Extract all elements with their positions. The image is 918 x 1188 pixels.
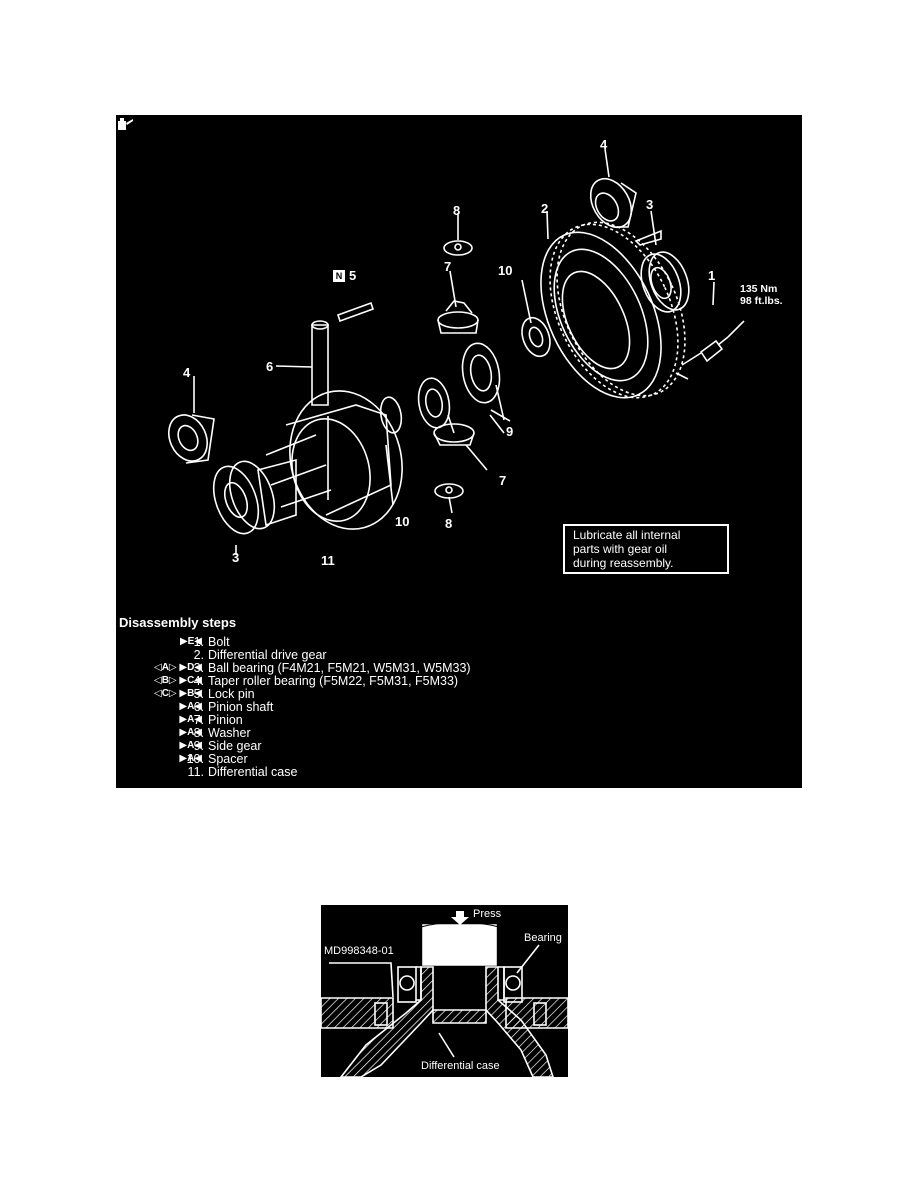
callout-6: 6 <box>266 359 274 374</box>
callout-8-top: 8 <box>453 203 461 218</box>
service-mark-symbols: ▶A◀ <box>179 714 202 725</box>
torque-ftlbs: 98 ft.lbs. <box>740 295 783 307</box>
disassembly-step-row: 11. Differential case <box>116 765 802 779</box>
callout-10-left: 10 <box>395 514 410 529</box>
step-number: 5. <box>193 687 204 701</box>
taper-bearing-left-illustration <box>167 414 215 464</box>
callout-2: 2 <box>541 201 549 216</box>
disassembly-step-row: ▶E◀1. Bolt <box>116 635 802 649</box>
disassembly-step-row: ▶A◀8. Washer <box>116 726 802 740</box>
disassembly-steps-title: Disassembly steps <box>119 615 237 630</box>
lube-note-line-2: parts with gear oil <box>573 542 668 556</box>
service-mark-symbols: ▶E◀ <box>179 636 202 647</box>
side-gear-illustration <box>417 342 505 434</box>
torque-nm: 135 Nm <box>740 283 778 295</box>
service-mark-symbols: ▶A◀ <box>179 701 202 712</box>
callout-5: 5 <box>349 268 357 283</box>
step-number: 8. <box>193 726 204 740</box>
taper-bearing-top-illustration <box>589 177 637 229</box>
callout-7-top: 7 <box>444 259 452 274</box>
disassembly-step-row: 2. Differential drive gear <box>116 648 802 662</box>
oil-can-icon <box>118 118 133 130</box>
step-text: Differential case <box>208 765 298 779</box>
step-number: 2. <box>193 648 204 662</box>
step-text: Taper roller bearing (F5M22, F5M31, F5M3… <box>208 674 459 688</box>
step-text: Spacer <box>208 752 248 766</box>
pinion-top-illustration <box>437 300 479 334</box>
step-text: Bolt <box>208 635 230 649</box>
callout-11: 11 <box>321 553 335 568</box>
callout-4-left: 4 <box>183 365 191 380</box>
differential-case-label: Differential case <box>421 1060 500 1072</box>
step-number: 4. <box>193 674 204 688</box>
service-mark-symbols: ◁B▷ ▶C◀ <box>154 675 202 686</box>
step-number: 11. <box>187 765 204 779</box>
callout-10-right: 10 <box>498 263 513 278</box>
lock-pin-illustration <box>336 301 375 323</box>
step-number: 9. <box>193 739 204 753</box>
lube-note-line-3: during reassembly. <box>573 556 674 570</box>
callout-3-left: 3 <box>232 550 240 565</box>
exploded-view-drawing <box>167 148 745 555</box>
step-number: 7. <box>193 713 204 727</box>
disassembly-step-row: ◁C▷ ▶B◀5. Lock pin <box>116 687 802 701</box>
callout-1: 1 <box>708 268 716 283</box>
bearing-label: Bearing <box>524 932 562 944</box>
disassembly-step-row: ◁A▷ ▶D◀3. Ball bearing (F4M21, F5M21, W5M… <box>116 661 802 675</box>
step-number: 6. <box>193 700 204 714</box>
disassembly-step-row: ▶A◀7. Pinion <box>116 713 802 727</box>
step-number: 1. <box>193 635 204 649</box>
step-text: Pinion shaft <box>208 700 274 714</box>
lubrication-note: Lubricate all internal parts with gear o… <box>563 524 729 574</box>
disassembly-step-row: ▶A◀9. Side gear <box>116 739 802 753</box>
step-text: Lock pin <box>208 687 255 701</box>
step-number: 10. <box>186 752 204 766</box>
disassembly-step-row: ▶A◀10. Spacer <box>116 752 802 766</box>
drive-gear-illustration <box>540 221 686 399</box>
service-mark-symbols: ▶A◀ <box>179 753 202 764</box>
callout-4-top: 4 <box>600 137 608 152</box>
callout-7-bottom: 7 <box>499 473 507 488</box>
service-mark-symbols: ▶A◀ <box>179 727 202 738</box>
torque-spec: 135 Nm 98 ft.lbs. <box>740 283 783 307</box>
pinion-shaft-illustration <box>311 324 329 406</box>
press-label: Press <box>473 908 502 920</box>
step-number: 3. <box>193 661 204 675</box>
callout-9: 9 <box>506 424 514 439</box>
new-part-badge: N <box>333 270 345 282</box>
callout-3-right: 3 <box>646 197 654 212</box>
disassembly-step-row: ◁B▷ ▶C◀4. Taper roller bearing (F5M22, F5… <box>116 674 802 688</box>
service-mark-symbols: ▶A◀ <box>179 740 202 751</box>
differential-case-illustration <box>257 390 403 530</box>
step-text: Washer <box>208 726 251 740</box>
service-mark-symbols: ◁A▷ ▶D◀ <box>154 662 202 673</box>
ball-bearing-left-illustration <box>212 460 276 535</box>
step-text: Differential drive gear <box>208 648 327 662</box>
step-text: Ball bearing (F4M21, F5M21, W5M31, W5M33… <box>208 661 471 675</box>
step-text: Pinion <box>208 713 243 727</box>
press-arrow-icon <box>451 911 469 925</box>
step-text: Side gear <box>208 739 262 753</box>
exploded-view-figure: 4 8 2 3 N 5 7 10 1 135 Nm 98 ft.lbs. 6 4… <box>116 115 802 788</box>
press-bearing-figure: Press Bearing MD998348-01 Differential c… <box>321 905 568 1077</box>
bolt-illustration <box>675 320 745 380</box>
disassembly-step-row: ▶A◀6. Pinion shaft <box>116 700 802 714</box>
lube-note-line-1: Lubricate all internal <box>573 528 681 542</box>
ball-bearing-right-illustration <box>640 251 690 313</box>
special-tool-label: MD998348-01 <box>324 945 394 957</box>
press-bearing-drawing <box>321 911 568 1077</box>
callout-8-bottom: 8 <box>445 516 453 531</box>
service-mark-symbols: ◁C▷ ▶B◀ <box>154 688 202 699</box>
